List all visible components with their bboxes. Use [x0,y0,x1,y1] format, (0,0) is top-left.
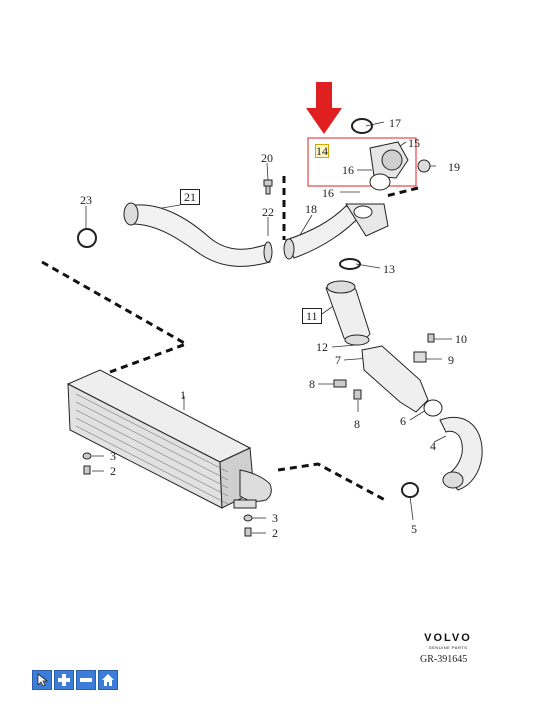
intercooler [66,369,272,509]
brand-sub: GENUINE PARTS [428,645,468,650]
callout-11: 11 [302,308,322,324]
callout-15: 15 [408,136,420,150]
callout-21: 21 [180,189,200,205]
brand-name: VOLVO [424,632,472,644]
callout-2-left: 2 [110,464,116,478]
fasteners [82,452,253,537]
callout-4: 4 [430,439,436,453]
pointer-icon [37,673,48,687]
charge-air-pipe-7 [333,333,443,417]
callout-7: 7 [335,353,341,367]
callout-16-lower: 16 [322,186,334,200]
charge-air-hose-4 [401,416,483,498]
zoom-out-button[interactable] [76,670,96,690]
bolt-20 [263,179,273,195]
callout-23: 23 [80,193,92,207]
callout-16-upper: 16 [342,163,354,177]
callout-13: 13 [383,262,395,276]
callout-6: 6 [400,414,406,428]
callout-14: 14 [315,144,329,158]
zoom-out-icon [80,678,92,682]
callout-19: 19 [448,160,460,174]
throttle-housing-14 [351,118,431,191]
charge-air-pipe-18 [283,203,389,260]
charge-air-pipe-11 [325,258,371,346]
volvo-logo: VOLVO GENUINE PARTS [420,632,476,650]
callout-2-right: 2 [272,526,278,540]
callout-18: 18 [305,202,317,216]
zoom-in-button[interactable] [54,670,74,690]
dashed-connectors [41,176,419,502]
callout-5: 5 [411,522,417,536]
callout-22: 22 [262,205,274,219]
callout-3-right: 3 [272,511,278,525]
callout-12: 12 [316,340,328,354]
highlight-arrow [306,82,342,134]
highlight-box [307,137,417,187]
callout-8-left: 8 [309,377,315,391]
callout-3-left: 3 [110,449,116,463]
home-button[interactable] [98,670,118,690]
charge-air-hose-left [77,202,273,267]
home-icon [102,674,114,686]
callout-8-lower: 8 [354,417,360,431]
callout-20: 20 [261,151,273,165]
pointer-button[interactable] [32,670,52,690]
diagram-reference: GR-391645 [420,654,468,665]
zoom-toolbar [32,670,118,690]
callout-17: 17 [389,116,401,130]
zoom-in-icon [58,674,70,686]
callout-9: 9 [448,353,454,367]
callout-10: 10 [455,332,467,346]
callout-1: 1 [180,388,186,402]
